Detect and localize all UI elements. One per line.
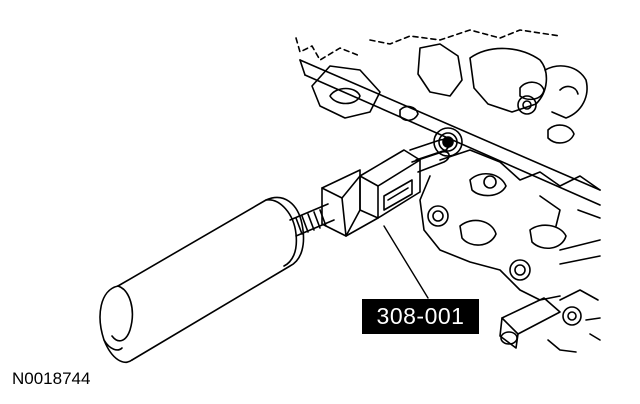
callout-leader	[383, 225, 429, 299]
transmission-case	[295, 29, 601, 353]
tool-head	[321, 149, 421, 237]
tool-number-label: 308-001	[362, 299, 479, 334]
figure-id: N0018744	[12, 369, 91, 388]
threaded-screw	[289, 203, 335, 237]
seal-remover-prongs	[409, 138, 450, 173]
slide-hammer-handle	[99, 196, 305, 364]
